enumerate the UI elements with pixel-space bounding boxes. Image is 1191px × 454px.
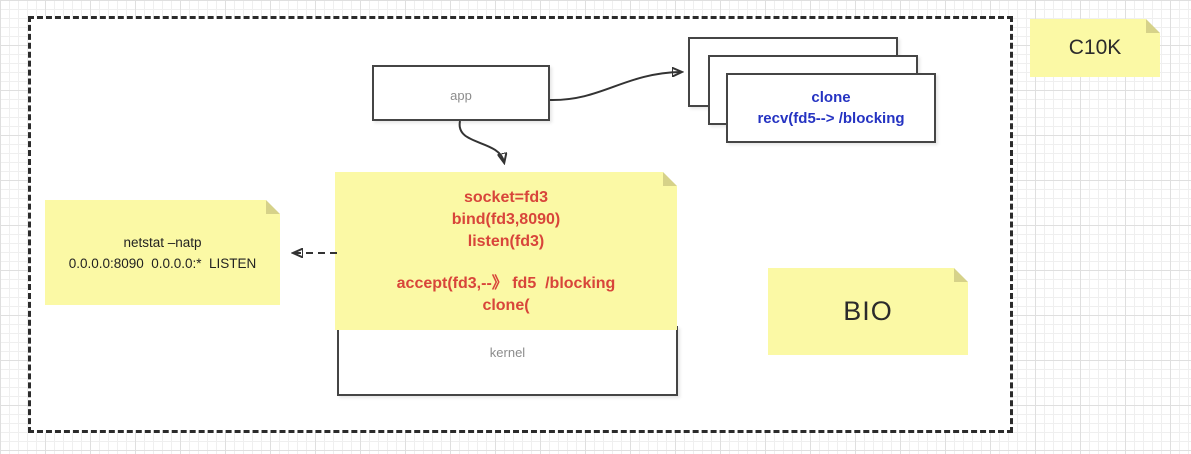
syscall-socket-line: socket=fd3 [463, 189, 549, 206]
syscall-listen-line: listen(fd3) [467, 233, 545, 250]
thread-box-front[interactable]: clone recv(fd5--> /blocking [726, 73, 936, 143]
server-syscalls-note[interactable]: socket=fd3 bind(fd3,8090) listen(fd3) ac… [335, 172, 677, 330]
c10k-note[interactable]: C10K [1030, 19, 1160, 77]
kernel-box[interactable]: kernel [337, 326, 678, 396]
bio-label: BIO [843, 296, 893, 326]
syscall-clone-line: clone( [482, 297, 530, 314]
c10k-label: C10K [1068, 36, 1122, 59]
netstat-output: 0.0.0.0:8090 0.0.0.0:* LISTEN [68, 255, 257, 271]
netstat-note[interactable]: netstat –natp 0.0.0.0:8090 0.0.0.0:* LIS… [45, 200, 280, 305]
thread-clone-label: clone [811, 89, 851, 106]
app-box[interactable]: app [372, 65, 550, 121]
folded-corner-icon [1146, 19, 1160, 33]
bio-note[interactable]: BIO [768, 268, 968, 355]
netstat-command: netstat –natp [123, 234, 202, 250]
thread-recv-label: recv(fd5--> /blocking [757, 110, 905, 127]
syscall-bind-line: bind(fd3,8090) [451, 211, 561, 228]
kernel-label: kernel [489, 345, 526, 360]
app-label: app [450, 88, 472, 103]
syscall-accept-line: accept(fd3,--》 fd5 /blocking [396, 275, 616, 292]
